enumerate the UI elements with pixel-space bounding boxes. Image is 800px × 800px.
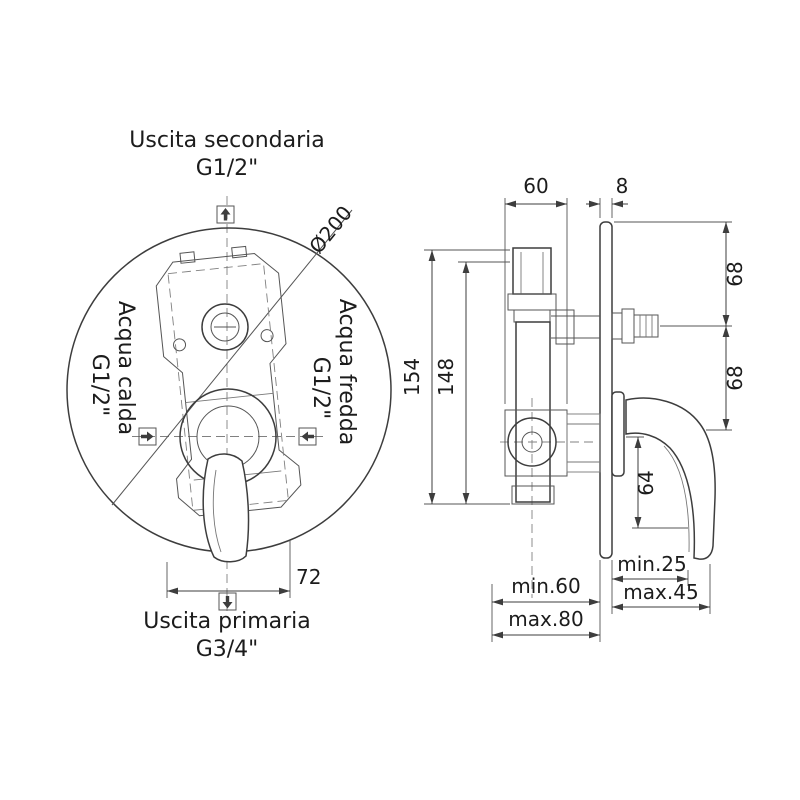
outlet-arrow-bottom — [218, 592, 237, 611]
mixer-handle-side — [611, 391, 716, 560]
dim-148-label: 148 — [434, 358, 458, 396]
dim-min60-label: min.60 — [511, 574, 581, 598]
dim-148: 148 — [434, 261, 510, 504]
label-acqua-calda: Acqua calda — [113, 301, 138, 435]
dim-68-top-label: 68 — [723, 261, 747, 286]
label-top-size: G1/2" — [196, 156, 259, 181]
valve-body — [504, 247, 601, 505]
dim-64: 64 — [626, 436, 688, 529]
arrow-down-icon — [222, 596, 233, 609]
dim-154: 154 — [400, 249, 510, 505]
label-uscita-primaria: Uscita primaria — [143, 609, 311, 634]
label-uscita-secondaria: Uscita secondaria — [129, 128, 324, 153]
inlet-arrow-right — [298, 427, 317, 446]
arrow-right-icon — [141, 431, 154, 442]
arrow-up-icon — [220, 208, 231, 221]
dim-154-label: 154 — [400, 358, 424, 396]
dim-60-label: 60 — [523, 174, 548, 198]
arrow-left-icon — [301, 431, 314, 442]
dim-max80: max.80 — [492, 607, 600, 639]
dim-max45: max.45 — [612, 564, 711, 614]
label-right-size: G1/2" — [308, 357, 333, 420]
label-bottom-size: G3/4" — [196, 637, 259, 662]
dim-8-label: 8 — [616, 174, 629, 198]
dim-60: 60 — [504, 174, 568, 404]
diverter-knob — [201, 303, 249, 351]
outlet-nipple — [611, 308, 659, 344]
inlet-arrow-left — [138, 427, 157, 446]
dim-72-label: 72 — [296, 565, 321, 589]
dim-min60: min.60 — [491, 560, 601, 642]
dim-64-label: 64 — [634, 470, 658, 495]
wall-plate — [599, 221, 613, 559]
front-view: 72 Uscita secondaria G1/2" Acqua calda G… — [66, 128, 392, 662]
front-centerlines — [132, 196, 323, 612]
side-view: 60 8 68 68 154 — [400, 174, 747, 642]
mixer-handle-front — [179, 388, 277, 563]
dim-max45-label: max.45 — [623, 580, 698, 604]
side-centerlines — [500, 398, 596, 598]
diameter-line — [111, 209, 353, 506]
label-left-size: G1/2" — [87, 354, 112, 417]
dim-min25-label: min.25 — [617, 552, 687, 576]
dim-68-bottom-label: 68 — [723, 365, 747, 390]
dim-72: 72 — [166, 540, 321, 598]
dim-68-top: 68 — [614, 221, 747, 327]
label-acqua-fredda: Acqua fredda — [334, 299, 359, 445]
dim-8: 8 — [586, 174, 628, 218]
label-diameter: Ø200 — [304, 201, 357, 258]
dim-max80-label: max.80 — [508, 607, 583, 631]
outlet-arrow-top — [216, 205, 235, 224]
dim-68-bottom: 68 — [706, 326, 747, 431]
